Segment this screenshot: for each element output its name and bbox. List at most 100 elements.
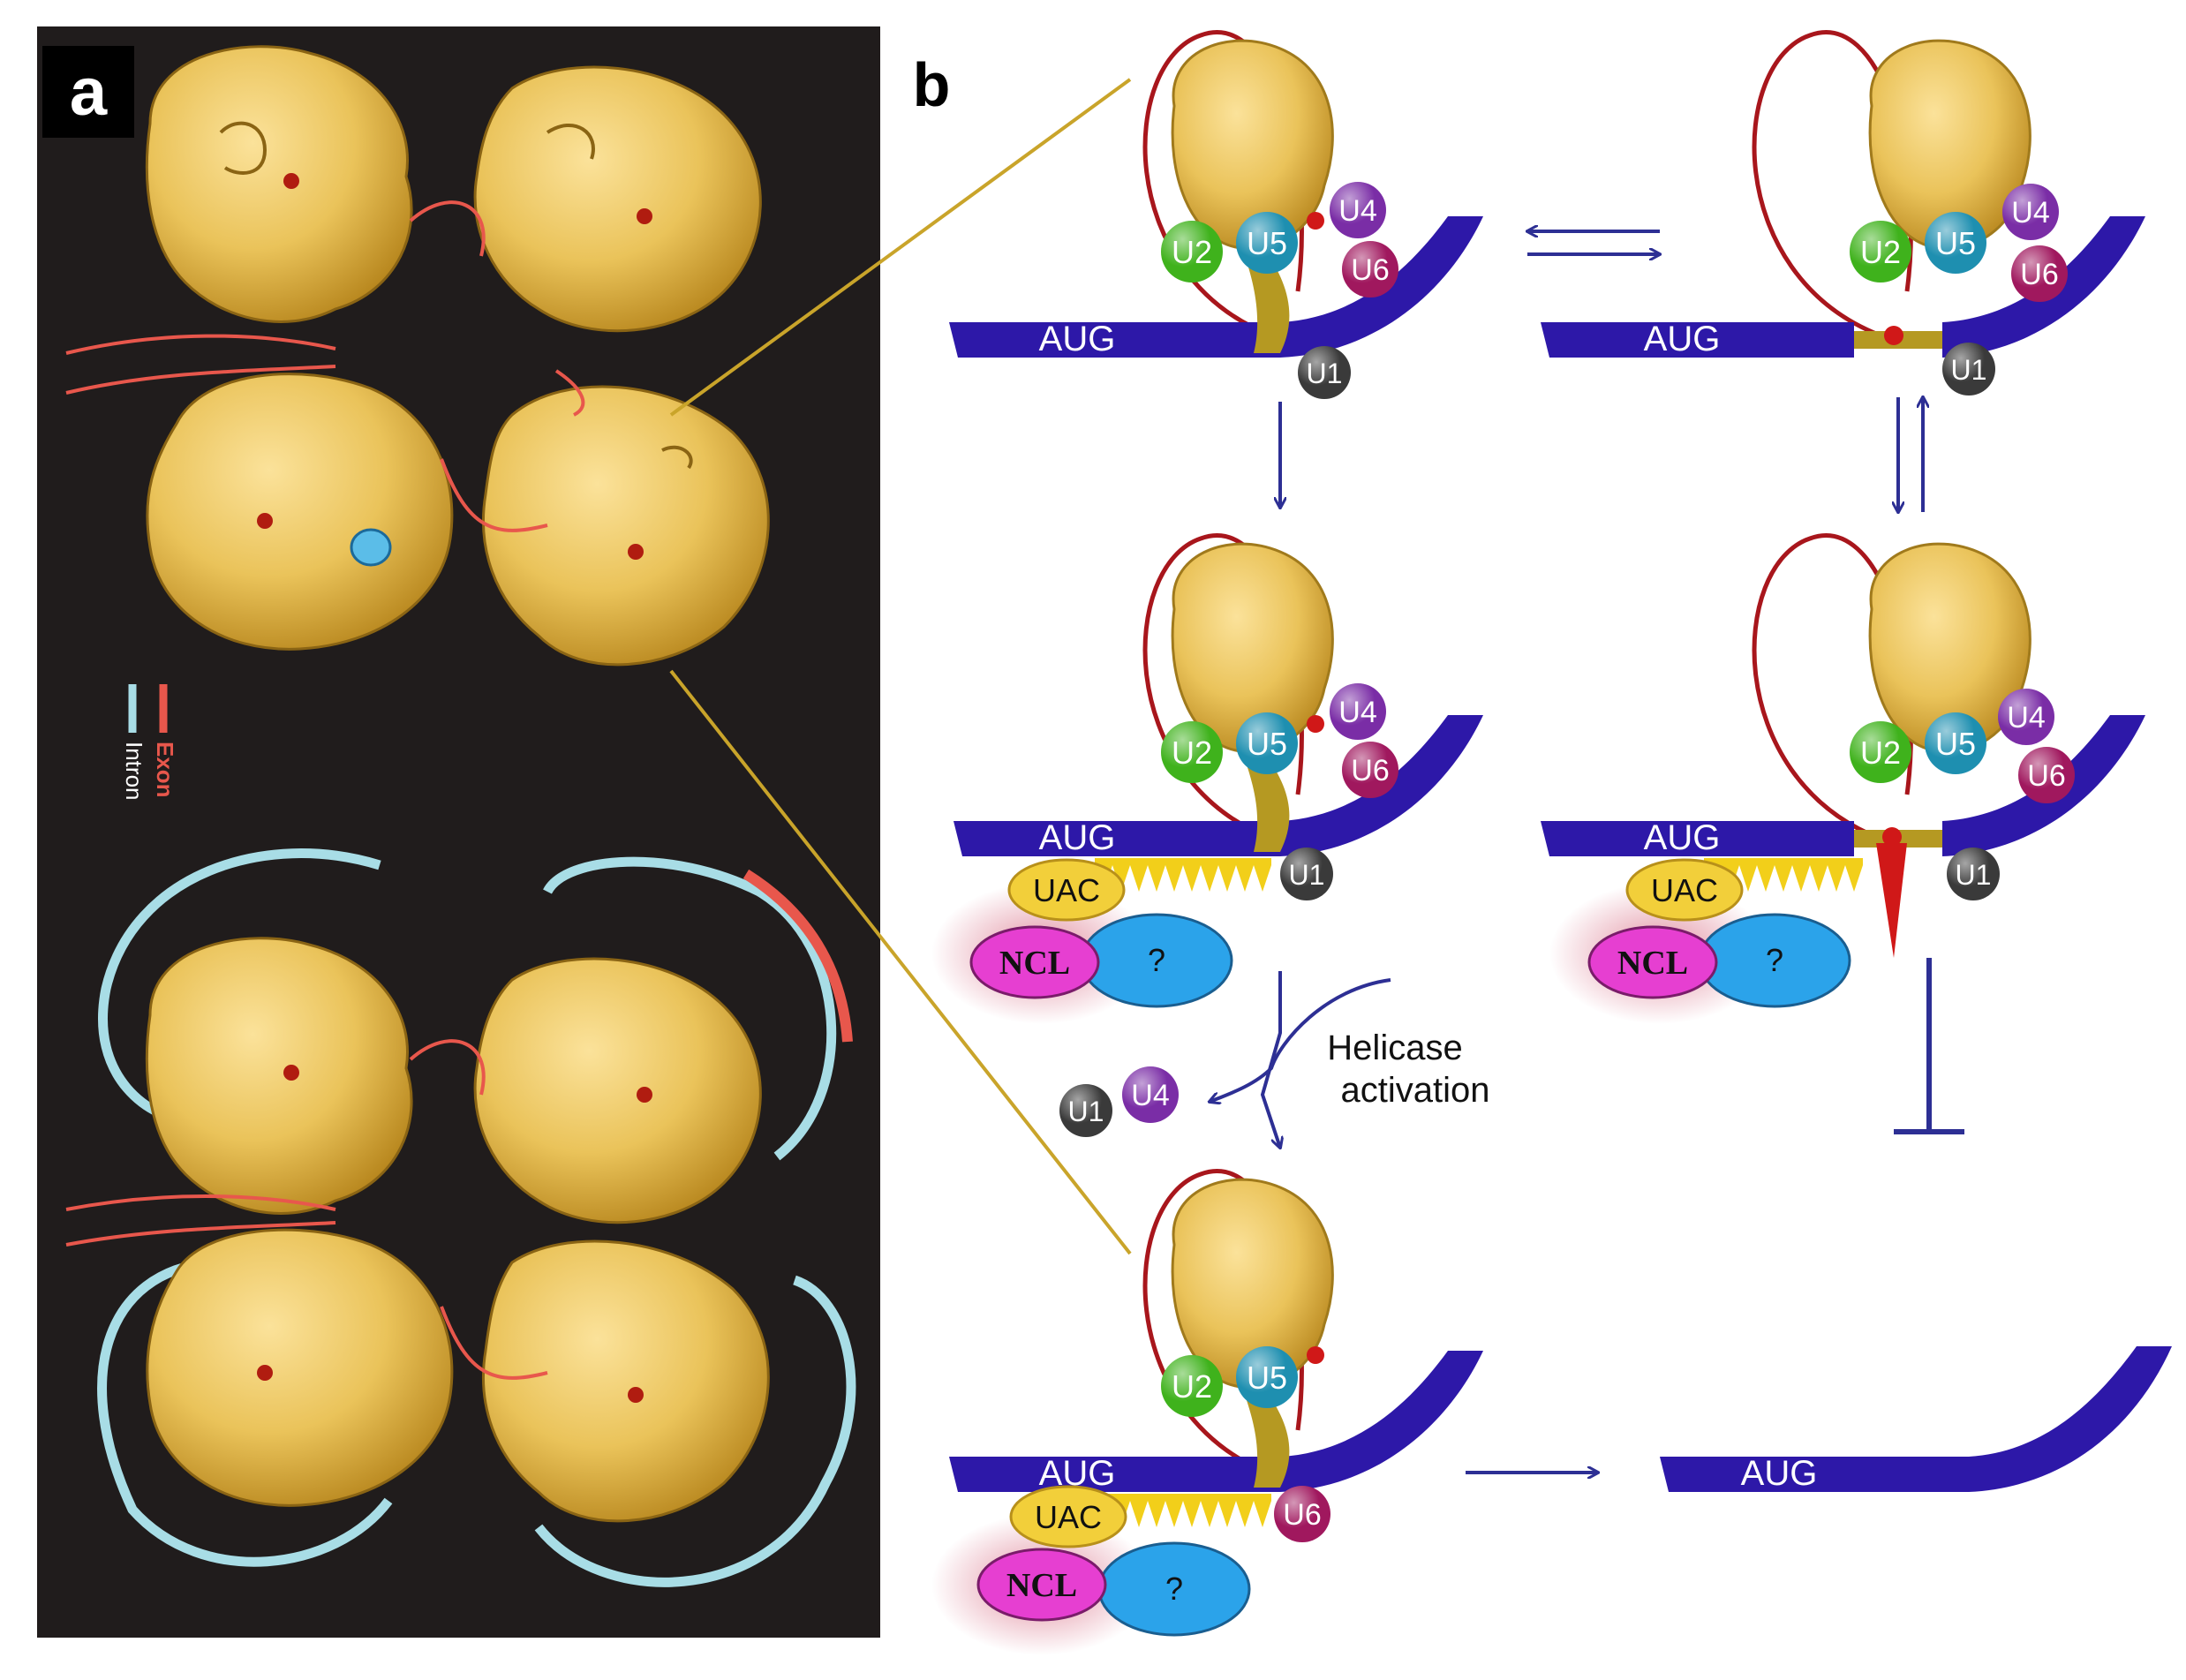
svg-text:NCL: NCL (999, 945, 1070, 982)
base-pairing-teeth (1704, 858, 1863, 892)
cleavage-wedge (1876, 843, 1907, 958)
unknown-protein: ? (1097, 1541, 1251, 1637)
codon-label: AUG (1644, 320, 1721, 358)
ncl-protein: NCL (1587, 925, 1718, 999)
released-u1: U1 (1059, 1084, 1112, 1137)
inhibition-symbol (1894, 958, 1964, 1134)
density-b-bottom-left (146, 1228, 454, 1507)
spliceosome-complex-2: AUG U2 U5 U4 U6 U1 (1541, 30, 2145, 396)
uac-anticodon: UAC (1009, 1485, 1127, 1548)
released-u4: U4 (1122, 1066, 1179, 1123)
codon-label: AUG (1039, 320, 1116, 358)
svg-text:U5: U5 (1247, 225, 1287, 261)
bottom-tetramer (65, 848, 856, 1587)
exon-strands-bottom (65, 1039, 548, 1380)
svg-text:U2: U2 (1172, 735, 1212, 771)
snrnp-u4: U4 (2002, 184, 2059, 240)
panel-a-letter: a (70, 55, 108, 130)
svg-text:?: ? (1165, 1571, 1183, 1607)
svg-text:U2: U2 (1860, 234, 1901, 270)
snrnp-u2: U2 (1161, 1355, 1223, 1417)
density-b-bottom-right (482, 1239, 770, 1523)
snrnp-u1: U1 (1947, 848, 2000, 900)
ncl-protein: NCL (969, 925, 1100, 999)
snrnp-u1: U1 (1298, 346, 1351, 399)
legend-exon-label: Exon (152, 742, 178, 798)
ncl-protein: NCL (976, 1548, 1107, 1622)
svg-text:U2: U2 (1172, 234, 1212, 270)
snrnp-u5: U5 (1236, 1346, 1298, 1408)
snrnp-u1: U1 (1280, 848, 1333, 900)
unknown-protein: ? (1698, 913, 1851, 1008)
svg-text:U4: U4 (1338, 194, 1376, 228)
svg-text:U5: U5 (1935, 225, 1976, 261)
top-tetramer (65, 45, 770, 667)
helicase-label-line1: Helicase (1327, 1028, 1462, 1067)
codon-label: AUG (1741, 1454, 1818, 1493)
zoom-lines (669, 78, 1132, 1255)
ligand-marker (350, 528, 392, 567)
density-top-right (473, 65, 762, 333)
svg-text:UAC: UAC (1035, 1499, 1102, 1535)
spliceosome-complex-4: AUG U2 U5 U4 U6 U1 ? UAC NCL (1541, 533, 2145, 1024)
snrnp-u6: U6 (2018, 747, 2075, 803)
snrnp-u2: U2 (1161, 221, 1223, 283)
svg-text:U1: U1 (1956, 859, 1992, 891)
svg-text:U1: U1 (1307, 358, 1343, 389)
svg-text:U4: U4 (1338, 696, 1376, 729)
svg-text:U6: U6 (2027, 759, 2065, 793)
snrnp-u6: U6 (1274, 1486, 1330, 1542)
legend-intron-label: Intron (121, 742, 147, 801)
snrnp-u5: U5 (1925, 212, 1986, 274)
codon-label: AUG (1644, 818, 1721, 857)
codon-label: AUG (1039, 818, 1116, 857)
base-pairing-teeth (1095, 1494, 1271, 1527)
density-bottom-right (482, 385, 770, 667)
spliceosome-complex-3: AUG U2 U5 U4 U6 U1 ? UAC NCL (931, 533, 1483, 1024)
spliceosome-complex-1: AUG U2 U5 U4 U6 U1 (949, 30, 1483, 399)
svg-text:U5: U5 (1935, 726, 1976, 762)
svg-text:U6: U6 (1351, 253, 1389, 287)
exon-strands-top (65, 200, 585, 532)
svg-text:UAC: UAC (1033, 872, 1100, 908)
svg-text:?: ? (1148, 942, 1165, 978)
svg-text:U1: U1 (1068, 1096, 1104, 1127)
svg-text:U6: U6 (1351, 754, 1389, 787)
panel-b: b AUG U2 U5 U4 U6 U1 AUG (913, 30, 2172, 1655)
svg-text:U6: U6 (2020, 258, 2058, 291)
panel-b-letter: b (913, 50, 951, 119)
svg-text:U5: U5 (1247, 726, 1287, 762)
snrnp-u5: U5 (1925, 712, 1986, 774)
equilibrium-arrows-right (1898, 397, 1923, 512)
svg-text:U1: U1 (1951, 354, 1987, 386)
snrnp-u6: U6 (1342, 241, 1398, 298)
density-bottom-left (146, 373, 454, 651)
svg-text:U6: U6 (1283, 1498, 1321, 1532)
snrnp-u2: U2 (1850, 721, 1911, 783)
density-b-top-right (473, 957, 762, 1224)
spliced-mrna: AUG (1660, 1346, 2172, 1493)
svg-text:U1: U1 (1289, 859, 1325, 891)
helicase-label-line2: activation (1341, 1071, 1490, 1110)
spliceosome-complex-5: AUG U2 U5 U6 ? UAC NCL (931, 1169, 1483, 1655)
snrnp-u1: U1 (1942, 343, 1995, 396)
svg-text:U4: U4 (1131, 1079, 1169, 1112)
svg-text:U5: U5 (1247, 1360, 1287, 1396)
mrna-strand (949, 322, 1280, 358)
panel-a-label-box (42, 46, 134, 138)
intron-loops (97, 848, 856, 1587)
exon-segment-highlight (742, 869, 853, 1043)
density-b-top-left (145, 937, 413, 1215)
intron-bridge (1245, 247, 1290, 353)
base-pairing-teeth (1095, 858, 1271, 892)
snrnp-u6: U6 (2011, 245, 2068, 302)
unknown-protein: ? (1080, 913, 1233, 1008)
snrnp-u2: U2 (1850, 221, 1911, 283)
snrnp-u4: U4 (1330, 683, 1386, 740)
svg-text:NCL: NCL (1006, 1567, 1077, 1604)
snrnp-u4: U4 (1330, 182, 1386, 238)
svg-text:?: ? (1766, 942, 1783, 978)
svg-text:U2: U2 (1172, 1368, 1212, 1405)
svg-text:U4: U4 (2007, 701, 2045, 735)
snrnp-u2: U2 (1161, 721, 1223, 783)
